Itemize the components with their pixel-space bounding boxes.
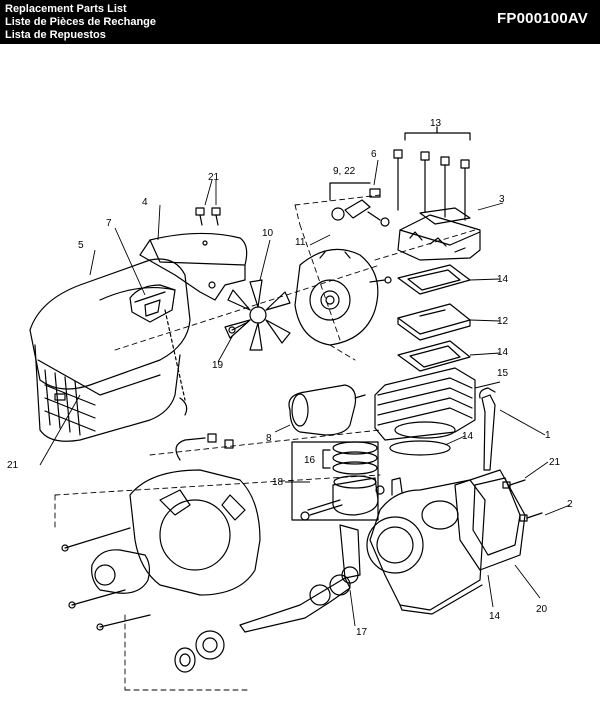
callout-9-22: 9, 22 <box>333 166 356 177</box>
callout-7: 7 <box>106 218 112 229</box>
callout-3: 3 <box>499 194 505 205</box>
crankcase <box>366 477 486 615</box>
motor-rotor <box>91 549 151 594</box>
title-french: Liste de Pièces de Rechange <box>5 16 157 28</box>
pressure-switch <box>129 284 188 416</box>
valve-plate <box>397 303 471 341</box>
callout-14-top: 14 <box>497 274 509 285</box>
gasket-top <box>397 264 471 295</box>
header-bar: Replacement Parts List Liste de Pièces d… <box>0 0 600 44</box>
callout-5: 5 <box>78 240 84 251</box>
connecting-rod <box>339 524 361 584</box>
callout-17: 17 <box>356 627 368 638</box>
leader-lines <box>39 159 571 627</box>
callout-14-ring: 14 <box>462 431 474 442</box>
shroud-housing <box>29 258 191 442</box>
title-english: Replacement Parts List <box>5 3 127 15</box>
callout-10: 10 <box>262 228 274 239</box>
callout-18: 18 <box>272 477 284 488</box>
callout-8: 8 <box>266 433 272 444</box>
belt-cover <box>139 232 248 301</box>
callout-13: 13 <box>430 118 442 129</box>
unloader-fitting <box>331 188 390 227</box>
through-bolts <box>61 527 151 631</box>
callout-20: 20 <box>536 604 548 615</box>
piston-rings <box>332 441 378 475</box>
seal <box>174 647 196 673</box>
piston <box>300 475 385 521</box>
callout-11: 11 <box>295 237 306 248</box>
cooling-fan <box>224 279 291 351</box>
cover-screws <box>195 207 221 226</box>
gasket-middle <box>397 340 471 372</box>
breather-tube <box>479 387 496 471</box>
callout-2: 2 <box>567 499 573 510</box>
bracket-16 <box>322 449 331 469</box>
crankshaft <box>239 574 351 633</box>
callout-14-bottom: 14 <box>489 611 501 622</box>
callout-4: 4 <box>142 197 148 208</box>
capacitor <box>288 384 366 436</box>
side-screws <box>502 479 543 522</box>
callout-21-left: 21 <box>7 460 19 471</box>
bearing <box>195 630 225 660</box>
callout-15: 15 <box>497 368 509 379</box>
document-number: FP000100AV <box>497 10 588 27</box>
bracket-9-22 <box>329 182 371 201</box>
callout-6: 6 <box>371 149 377 160</box>
header-titles: Replacement Parts List Liste de Pièces d… <box>5 3 156 42</box>
callout-1: 1 <box>545 430 551 441</box>
callout-14-middle: 14 <box>497 347 509 358</box>
bracket-18 <box>291 441 379 521</box>
callout-12: 12 <box>497 316 509 327</box>
bracket-13 <box>404 126 471 141</box>
callout-21-top: 21 <box>208 172 220 183</box>
callout-19: 19 <box>212 360 224 371</box>
assembly-guide-lines <box>54 194 476 691</box>
motor-stator <box>129 433 261 596</box>
callout-16: 16 <box>304 455 316 466</box>
fan-screw <box>228 321 249 334</box>
valve-head <box>397 207 481 261</box>
cylinder <box>374 367 476 441</box>
motor-end-bell <box>294 248 392 346</box>
exploded-parts-diagram: 1 2 3 4 5 6 7 8 9, 22 10 11 12 13 14 14 … <box>7 118 573 691</box>
end-plate-gasket <box>454 469 526 571</box>
title-spanish: Lista de Repuestos <box>5 29 106 41</box>
o-ring <box>389 440 451 456</box>
head-bolts <box>393 149 470 221</box>
callout-21-side: 21 <box>549 457 561 468</box>
